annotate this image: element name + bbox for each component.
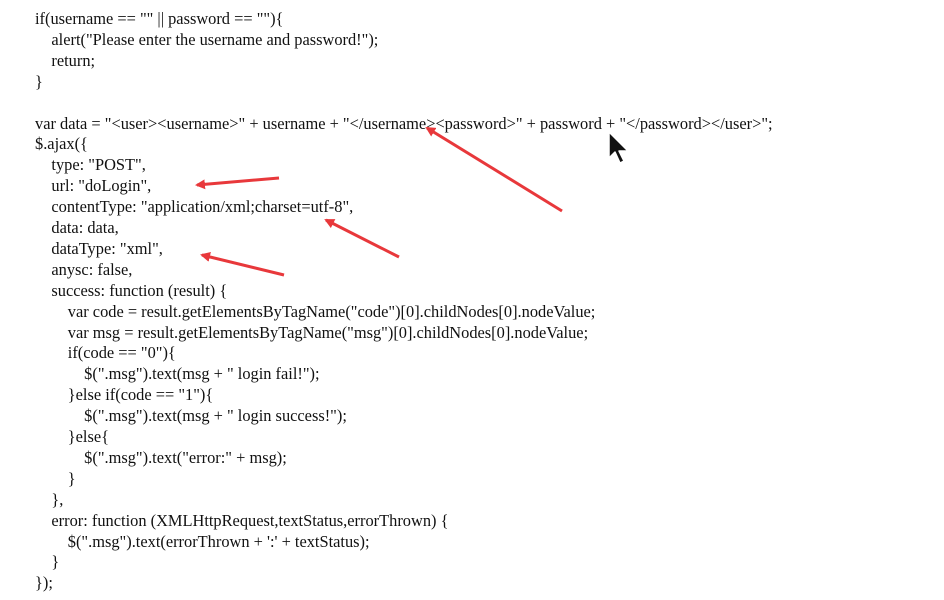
code-line: $(".msg").text("error:" + msg); bbox=[35, 447, 287, 467]
code-line: anysc: false, bbox=[35, 259, 133, 279]
code-line: }else if(code == "1"){ bbox=[35, 385, 214, 405]
code-line: $(".msg").text(errorThrown + ':' + textS… bbox=[35, 531, 370, 551]
mouse-pointer-icon bbox=[608, 131, 629, 164]
code-line: }, bbox=[35, 489, 64, 509]
code-line: $(".msg").text(msg + " login fail!"); bbox=[35, 364, 320, 384]
code-line: url: "doLogin", bbox=[35, 176, 152, 196]
code-line: data: data, bbox=[35, 218, 119, 237]
code-line: } bbox=[35, 468, 76, 488]
code-line: }); bbox=[35, 573, 53, 593]
code-line: return; bbox=[35, 50, 96, 70]
code-line: contentType: "application/xml;charset=ut… bbox=[35, 197, 354, 217]
code-line: } bbox=[35, 552, 60, 572]
code-line: alert("Please enter the username and pas… bbox=[35, 29, 379, 49]
code-line: if(code == "0"){ bbox=[35, 343, 176, 363]
code-line: var code = result.getElementsByTagName("… bbox=[35, 301, 596, 321]
code-line: error: function (XMLHttpRequest,textStat… bbox=[35, 510, 449, 530]
code-line: success: function (result) { bbox=[35, 280, 228, 300]
code-line: dataType: "xml", bbox=[35, 238, 163, 258]
code-line: }else{ bbox=[35, 427, 109, 446]
code-line: } bbox=[35, 71, 43, 91]
code-line: $.ajax({ bbox=[35, 134, 88, 154]
code-line: if(username == "" || password == ""){ bbox=[35, 9, 284, 28]
code-line: type: "POST", bbox=[35, 155, 146, 175]
code-line: var data = "<user><username>" + username… bbox=[35, 113, 773, 133]
code-line: var msg = result.getElementsByTagName("m… bbox=[35, 322, 589, 342]
code-line: $(".msg").text(msg + " login success!"); bbox=[35, 406, 347, 426]
